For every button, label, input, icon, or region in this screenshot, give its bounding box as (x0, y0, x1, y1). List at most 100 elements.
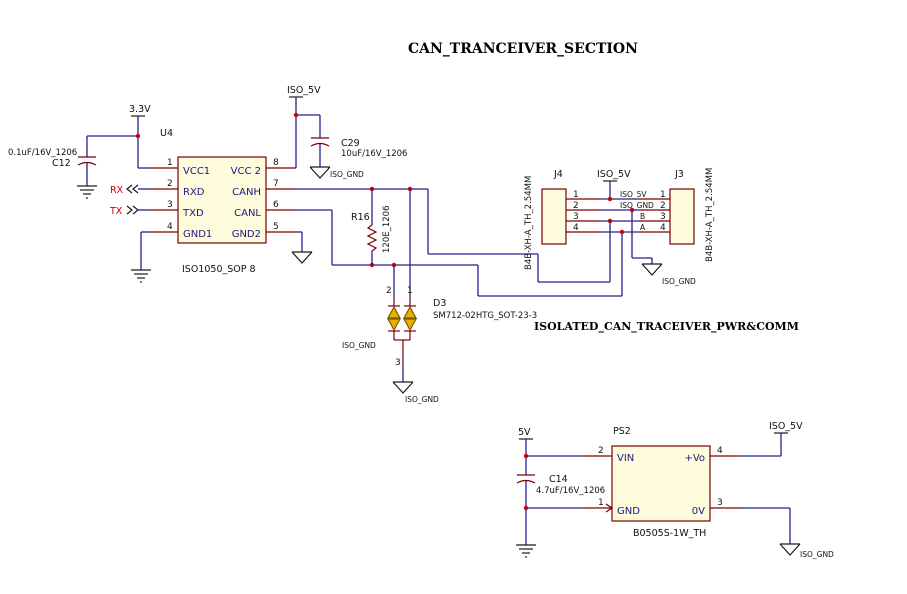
ground-icon (779, 543, 801, 556)
j4-num-4: 4 (573, 223, 579, 233)
iso5v-label-ps2: ISO_5V (769, 421, 803, 432)
j3-num-4: 4 (660, 223, 666, 233)
v33-label: 3.3V (129, 104, 151, 115)
u4-transceiver[interactable]: U4 ISO1050_SOP 8 VCC1 RXD TXD GND1 VCC 2… (148, 128, 296, 275)
ps2-num-3: 3 (717, 498, 723, 508)
ground-icon (291, 251, 313, 264)
canl-net[interactable] (296, 209, 623, 298)
subsection-title: ISOLATED_CAN_TRACEIVER_PWR&COMM (534, 320, 799, 334)
arrow-right-icon (126, 205, 139, 215)
r16-ref: R16 (351, 212, 370, 223)
junction-dot (607, 196, 613, 202)
ground-icon (516, 544, 536, 558)
tx-label: TX (109, 206, 123, 217)
u4-num-3: 3 (167, 200, 173, 210)
ps2-part: B0505S-1W_TH (633, 528, 706, 539)
c12-ref: C12 (52, 158, 71, 169)
j3-num-2: 2 (660, 201, 666, 211)
c29-ref: C29 (341, 138, 360, 149)
u4-pin-gnd2: GND2 (232, 229, 261, 240)
d3-pin1: 1 (407, 286, 413, 296)
iso-gnd-label-d3: ISO_GND (405, 395, 439, 404)
u4-num-4: 4 (167, 222, 173, 232)
junction-dot (619, 229, 625, 235)
j4-num-1: 1 (573, 190, 579, 200)
ground-icon (131, 269, 151, 283)
iso5v-net-top[interactable]: ISO_5V (287, 85, 321, 168)
ground-icon (77, 185, 97, 199)
j3-num-1: 1 (660, 190, 666, 200)
tx-port[interactable]: TX (109, 205, 148, 217)
d3-ref: D3 (433, 298, 446, 309)
bus-net-4: A (640, 223, 646, 232)
u4-pin-vcc1: VCC1 (183, 166, 210, 177)
ps2-output-iso5v[interactable]: ISO_5V (740, 421, 803, 457)
u4-num-5: 5 (273, 222, 279, 232)
iso-gnd-label-conn: ISO_GND (662, 277, 696, 286)
iso5v-label-conn: ISO_5V (597, 169, 631, 180)
u4-pin-canl: CANL (234, 208, 261, 219)
d3-part: SM712-02HTG_SOT-23-3 (433, 311, 537, 321)
j4-num-2: 2 (573, 201, 579, 211)
c14-value: 4.7uF/16V_1206 (536, 486, 605, 496)
connector-bus[interactable]: ISO_5V ISO_GND B A ISO_5V ISO_GND (597, 169, 696, 286)
j3-ref: J3 (674, 169, 684, 180)
j3-part: B4B-XH-A_TH_2.54MM (705, 168, 715, 262)
c29-capacitor[interactable]: C29 10uF/16V_1206 ISO_GND (309, 115, 407, 179)
junction-dot (523, 453, 529, 459)
section-title: CAN_TRANCEIVER_SECTION (408, 41, 638, 57)
ps2-num-4: 4 (717, 446, 723, 456)
gnd2-net[interactable] (291, 231, 313, 264)
rx-label: RX (110, 185, 124, 196)
canh-net[interactable] (296, 186, 611, 298)
ps2-pin-gnd: GND (617, 506, 640, 517)
junction-dot (523, 505, 529, 511)
iso5v-label-top: ISO_5V (287, 85, 321, 96)
ps2-output-iso-gnd[interactable]: ISO_GND (740, 507, 834, 559)
u4-pin-vcc2: VCC 2 (231, 166, 261, 177)
r16-resistor[interactable]: R16 120E_1206 (351, 189, 392, 265)
v5-label: 5V (518, 427, 531, 438)
u4-body (177, 156, 267, 244)
ps2-pin-vo: +Vo (684, 453, 705, 464)
u4-num-7: 7 (273, 179, 279, 189)
j4-connector[interactable]: J4 B4B-XH-A_TH_2.54MM 1 2 3 4 (524, 169, 600, 270)
c14-capacitor[interactable]: C14 4.7uF/16V_1206 (516, 474, 605, 558)
junction-dot (293, 112, 299, 118)
d3-tvs-diode[interactable]: 2 1 3 D3 SM712-02HTG_SOT-23-3 ISO_GND IS… (342, 286, 537, 404)
j4-num-3: 3 (573, 212, 579, 222)
ground-icon (641, 263, 663, 276)
v33-net[interactable]: 3.3V (87, 104, 151, 169)
bus-net-1: ISO_5V (620, 190, 647, 199)
u4-pin-canh: CANH (232, 187, 261, 198)
ps2-pin-0v: 0V (692, 506, 705, 517)
u4-num-8: 8 (273, 158, 279, 168)
u4-pin-gnd1: GND1 (183, 229, 212, 240)
u4-num-2: 2 (167, 179, 173, 189)
j4-part: B4B-XH-A_TH_2.54MM (524, 176, 534, 270)
gnd1-net[interactable] (131, 231, 151, 283)
r16-value: 120E_1206 (382, 206, 392, 253)
u4-pin-rxd: RXD (183, 187, 205, 198)
bus-net-2: ISO_GND (620, 201, 654, 210)
j4-ref: J4 (553, 169, 563, 180)
c14-ref: C14 (549, 474, 568, 485)
c29-value: 10uF/16V_1206 (341, 149, 407, 159)
ps2-pin-vin: VIN (617, 453, 634, 464)
iso-gnd-label-c29: ISO_GND (330, 170, 364, 179)
ground-icon (309, 166, 331, 179)
d3-pin3: 3 (395, 358, 401, 368)
c12-capacitor[interactable]: 0.1uF/16V_1206 C12 (8, 136, 97, 199)
j3-connector[interactable]: J3 B4B-XH-A_TH_2.54MM 1 2 3 4 (640, 168, 715, 262)
v5-net[interactable]: 5V (518, 427, 582, 475)
ps2-num-2: 2 (598, 446, 604, 456)
ps2-body (611, 445, 711, 522)
c12-value: 0.1uF/16V_1206 (8, 148, 77, 158)
rx-port[interactable]: RX (110, 184, 148, 196)
j3-body (669, 188, 695, 245)
ps2-num-1: 1 (598, 498, 604, 508)
ps2-converter[interactable]: PS2 B0505S-1W_TH VIN +Vo GND 0V 2 1 4 3 (582, 426, 740, 539)
u4-num-1: 1 (167, 158, 173, 168)
ground-icon (392, 381, 414, 394)
